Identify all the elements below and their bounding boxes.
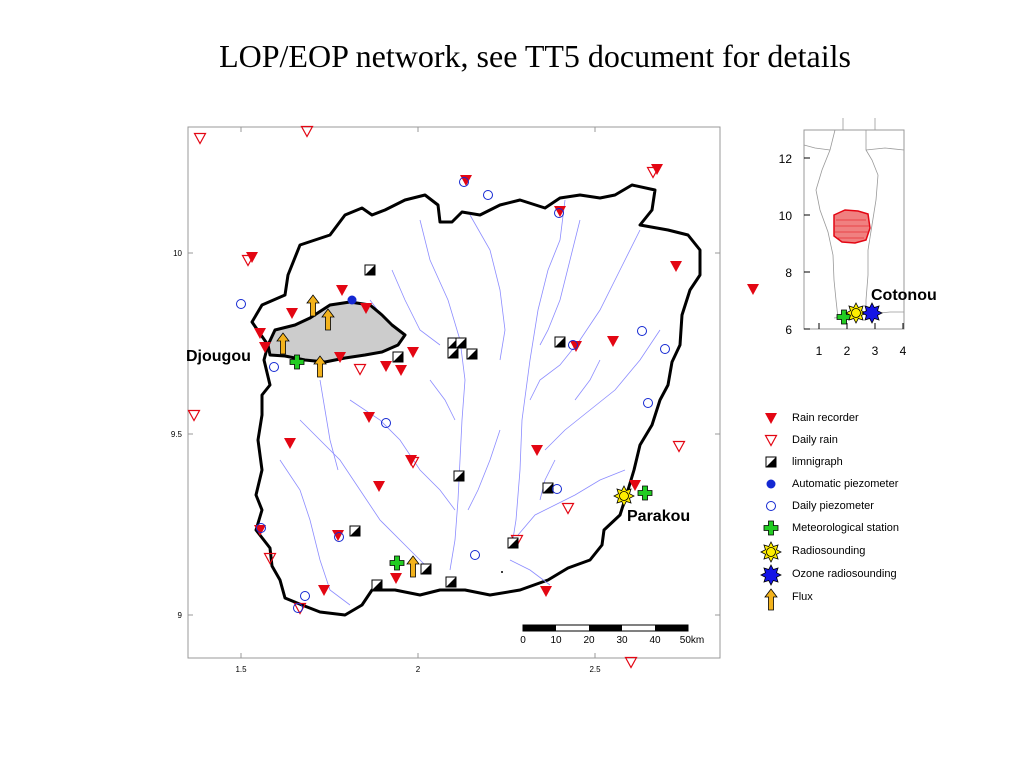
daily-rain-icon bbox=[764, 434, 778, 447]
rain-recorder-icon bbox=[765, 413, 777, 424]
daily-piezometer-icon bbox=[766, 501, 776, 511]
legend-item-radiosounding: Radiosounding bbox=[760, 541, 960, 563]
y-tick-10: 10 bbox=[173, 249, 182, 258]
inset-y-tick-6: 6 bbox=[785, 323, 792, 337]
catchment-boundary bbox=[250, 183, 702, 617]
automatic-piezometer-icon bbox=[766, 479, 776, 489]
meteorological-station-icon bbox=[763, 520, 779, 536]
inset-y-tick-10: 10 bbox=[779, 209, 793, 223]
legend-label: Rain recorder bbox=[792, 412, 859, 424]
legend-item-meteorological-station: Meteorological station bbox=[760, 518, 960, 538]
label-cotonou: Cotonou bbox=[871, 287, 937, 304]
cotonou-ozone-icon bbox=[861, 302, 883, 324]
ozone-radiosounding-icon bbox=[760, 564, 782, 586]
legend-label: Radiosounding bbox=[792, 545, 866, 557]
limnigraph-icon bbox=[765, 456, 777, 468]
scale-label-10: 10 bbox=[550, 635, 562, 646]
radiosounding-icon bbox=[760, 541, 782, 563]
label-parakou: Parakou bbox=[627, 508, 691, 525]
scale-label-40: 40 bbox=[649, 635, 661, 646]
inset-y-tick-12: 12 bbox=[779, 152, 793, 166]
y-tick-9: 9 bbox=[178, 611, 183, 620]
legend-label: Flux bbox=[792, 591, 813, 603]
y-tick-9-5: 9.5 bbox=[171, 430, 183, 439]
scale-bar: 0 10 20 30 40 50km bbox=[520, 624, 704, 646]
scale-label-50km: 50km bbox=[680, 635, 704, 646]
legend-item-flux: Flux bbox=[760, 587, 960, 613]
scale-label-30: 30 bbox=[616, 635, 628, 646]
x-tick-1-5: 1.5 bbox=[235, 665, 247, 674]
inset-x-tick-4: 4 bbox=[900, 344, 907, 358]
legend-label: limnigraph bbox=[792, 456, 843, 468]
map-frame-ticks bbox=[188, 127, 720, 658]
inset-y-tick-8: 8 bbox=[785, 266, 792, 280]
legend-label: Ozone radiosounding bbox=[792, 568, 897, 580]
legend-item-ozone-radiosounding: Ozone radiosounding bbox=[760, 564, 960, 586]
flux-icon bbox=[764, 588, 778, 611]
scale-label-20: 20 bbox=[583, 635, 595, 646]
label-djougou: Djougou bbox=[186, 348, 251, 365]
legend-label: Daily piezometer bbox=[792, 500, 874, 512]
x-tick-2: 2 bbox=[416, 665, 421, 674]
legend-label: Meteorological station bbox=[792, 522, 900, 534]
legend-item-daily-rain: Daily rain bbox=[760, 430, 960, 450]
legend-label: Daily rain bbox=[792, 434, 838, 446]
river-network bbox=[279, 199, 661, 606]
legend-item-rain-recorder: Rain recorder bbox=[760, 408, 960, 428]
x-tick-2-5: 2.5 bbox=[589, 665, 601, 674]
legend-item-automatic-piezometer: Automatic piezometer bbox=[760, 474, 960, 494]
legend-label: Automatic piezometer bbox=[792, 478, 899, 490]
legend-item-daily-piezometer: Daily piezometer bbox=[760, 496, 960, 516]
scale-label-0: 0 bbox=[520, 635, 526, 646]
djougou-sub-basin bbox=[266, 300, 407, 364]
inset-x-tick-1: 1 bbox=[816, 344, 823, 358]
page-title: LOP/EOP network, see TT5 document for de… bbox=[219, 38, 851, 74]
legend-item-limnigraph: limnigraph bbox=[760, 452, 960, 472]
inset-x-tick-3: 3 bbox=[872, 344, 879, 358]
inset-x-tick-2: 2 bbox=[844, 344, 851, 358]
